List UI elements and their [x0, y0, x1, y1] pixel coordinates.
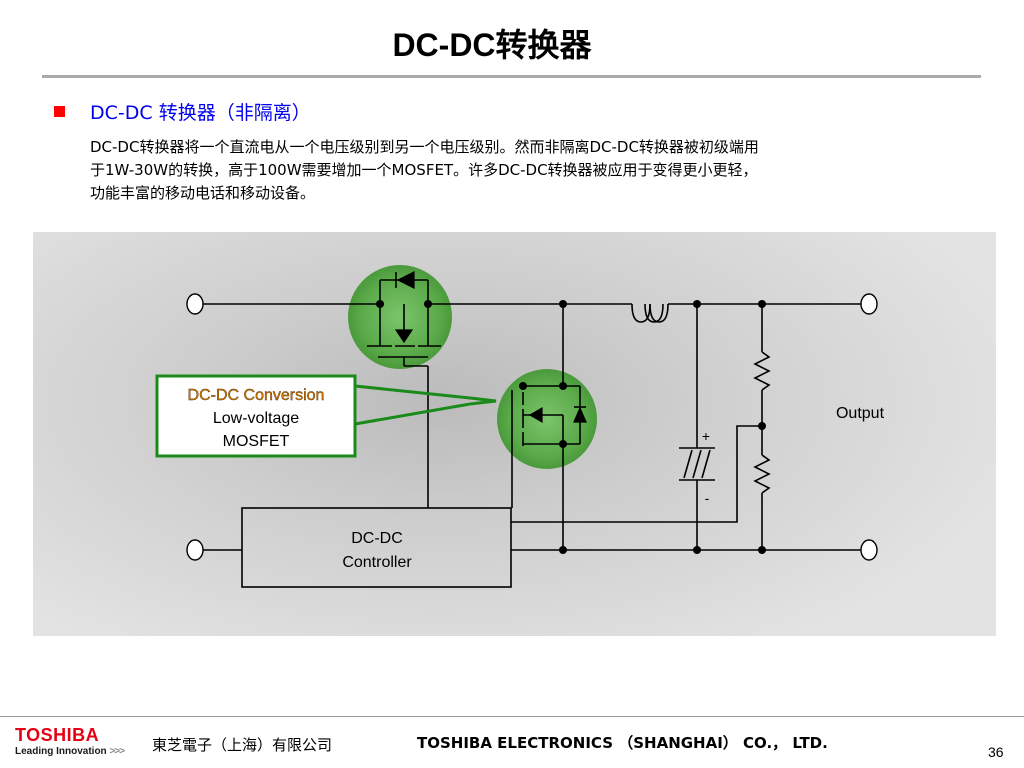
footer-company-en: TOSHIBA ELECTRONICS （SHANGHAI） CO.， LTD.	[417, 734, 828, 752]
controller-box	[241, 507, 512, 588]
callout-title: DC-DC Conversion	[188, 387, 325, 404]
body-line-3: 功能丰富的移动电话和移动设备。	[90, 184, 316, 202]
slide-title: DC-DC转换器	[392, 27, 592, 63]
q1-gate-arrow-icon	[394, 329, 414, 344]
logo-tagline-text: Leading Innovation	[15, 746, 107, 757]
output-terminal-top	[860, 293, 878, 315]
callout-line2: MOSFET	[223, 433, 290, 450]
junction-dot	[559, 382, 567, 390]
controller-label-line1: DC-DC	[351, 530, 403, 547]
junction-dot	[559, 546, 567, 554]
output-label: Output	[836, 405, 885, 422]
logo-tagline: Leading Innovation >>>	[15, 746, 125, 757]
input-terminal-bottom	[186, 539, 204, 561]
toshiba-logo: TOSHIBA	[15, 725, 100, 745]
high-side-mosfet-highlight	[348, 265, 452, 369]
junction-dot	[519, 382, 527, 390]
junction-dot	[758, 546, 766, 554]
junction-dot	[758, 422, 766, 430]
junction-dot	[376, 300, 384, 308]
junction-dot	[559, 440, 567, 448]
junction-dot	[693, 546, 701, 554]
page-number: 36	[988, 744, 1004, 760]
body-line-1: DC-DC转换器将一个直流电从一个电压级别到另一个电压级别。然而非隔离DC-DC…	[90, 138, 759, 156]
junction-dot	[758, 300, 766, 308]
inductor	[631, 303, 669, 323]
resistor-divider	[753, 304, 771, 550]
body-paragraph: DC-DC转换器将一个直流电从一个电压级别到另一个电压级别。然而非隔离DC-DC…	[90, 136, 990, 205]
callout: DC-DC Conversion Low-voltage MOSFET	[155, 374, 497, 458]
footer-company-cn: 東芝電子（上海）有限公司	[152, 736, 333, 754]
output-terminal-bottom	[860, 539, 878, 561]
capacitor-minus-label: -	[705, 490, 710, 506]
feedback-wire	[511, 425, 762, 523]
high-side-mosfet	[367, 279, 441, 508]
capacitor-plus-label: +	[702, 428, 710, 444]
footer-divider	[0, 716, 1024, 717]
bullet-square-icon	[54, 106, 65, 117]
q2-gate-arrow-icon	[528, 406, 543, 424]
q1-body-diode-icon	[396, 271, 415, 289]
q2-body-diode-icon	[573, 406, 587, 423]
chevrons-icon: >>>	[109, 746, 125, 757]
bullet-heading: DC-DC 转换器（非隔离）	[90, 102, 311, 124]
callout-box	[155, 374, 357, 458]
low-side-mosfet	[511, 304, 581, 550]
junction-dot	[693, 300, 701, 308]
input-terminal-top	[186, 293, 204, 315]
callout-line1: Low-voltage	[213, 410, 299, 427]
output-capacitor	[679, 304, 715, 550]
body-line-2: 于1W-30W的转换，高于100W需要增加一个MOSFET。许多DC-DC转换器…	[90, 161, 758, 179]
controller-label-line2: Controller	[342, 554, 412, 571]
title-divider	[42, 75, 981, 78]
junction-dot	[424, 300, 432, 308]
junction-dot	[559, 300, 567, 308]
